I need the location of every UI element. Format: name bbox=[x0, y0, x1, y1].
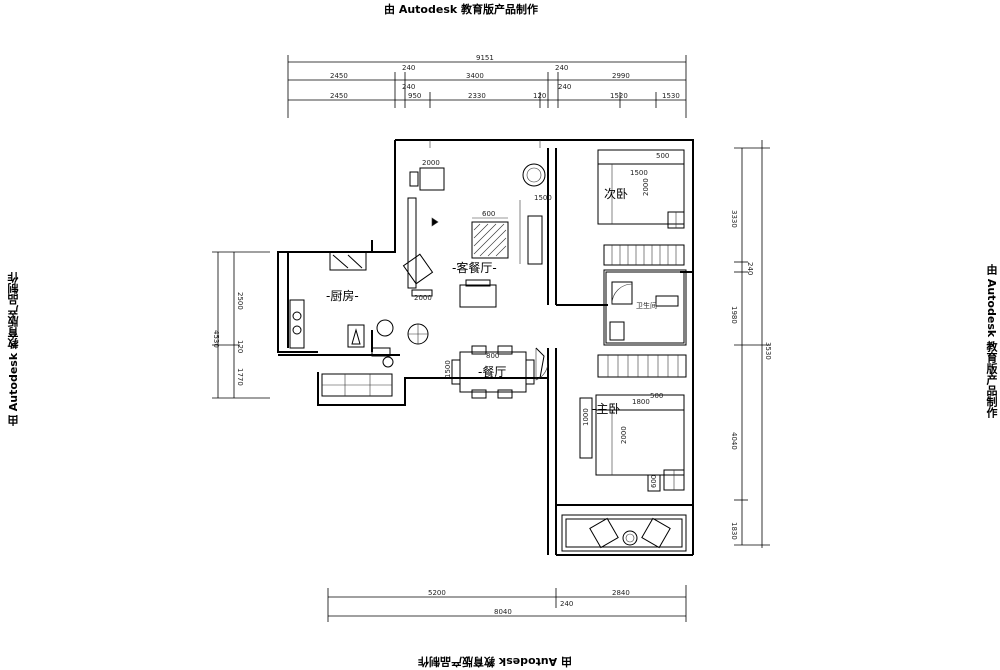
watermark-right: 由 Autodesk 教育版产品制作 bbox=[985, 264, 998, 419]
dim-right-3: 3530 bbox=[764, 342, 772, 360]
room-bathroom: 卫生间 bbox=[636, 301, 657, 310]
second-bedroom-furniture: 1500 2000 500 bbox=[597, 149, 685, 266]
dim-right-4: 4040 bbox=[730, 432, 738, 450]
lbl-coffee-table: 600 bbox=[482, 210, 495, 218]
dim-top-r3-0: 2450 bbox=[330, 92, 348, 100]
dining-furniture: 800 1500 bbox=[444, 345, 535, 399]
dim-right-1: 240 bbox=[746, 262, 754, 275]
lbl-master-h: 2000 bbox=[620, 426, 628, 444]
dim-top-r3-1: 240 bbox=[402, 83, 415, 91]
left-dimensions: 2500 4530 120 1770 bbox=[212, 251, 270, 399]
lbl-dining-w: 800 bbox=[486, 352, 499, 360]
lbl-tv-cabinet: 2000 bbox=[422, 159, 440, 167]
room-dining: -餐厅 bbox=[478, 364, 506, 379]
kitchen-furniture bbox=[289, 251, 391, 357]
lbl-sofa: 1500 bbox=[534, 194, 552, 202]
dim-left-0: 2500 bbox=[236, 292, 244, 310]
lbl-bed2-h: 2000 bbox=[642, 178, 650, 196]
dim-top-r3-7: 1530 bbox=[662, 92, 680, 100]
lbl-bed2-night: 500 bbox=[656, 152, 669, 160]
room-master-bedroom: -主卧 bbox=[592, 402, 620, 416]
dim-left-1: 4530 bbox=[212, 330, 220, 348]
lbl-wardrobe: 600 bbox=[650, 475, 658, 488]
lbl-master-night: 500 bbox=[650, 392, 663, 400]
dim-top-r3-5: 240 bbox=[558, 83, 571, 91]
dim-bottom-0: 5200 bbox=[428, 589, 446, 597]
lbl-dining-h: 1500 bbox=[444, 360, 452, 378]
balcony-furniture bbox=[589, 517, 671, 549]
bathroom-fixtures bbox=[609, 281, 679, 341]
dim-top-r2-3: 240 bbox=[555, 64, 568, 72]
dim-left-2: 120 bbox=[236, 340, 244, 353]
dim-top-r2-4: 2990 bbox=[612, 72, 630, 80]
room-living-dining: -客餐厅- bbox=[452, 260, 497, 275]
dim-top-r3-3: 2330 bbox=[468, 92, 486, 100]
dim-bottom-total: 8040 bbox=[494, 608, 512, 616]
top-dimensions: 9151 2450 240 3400 240 2990 2450 240 950… bbox=[287, 54, 687, 118]
dim-bottom-1: 2840 bbox=[612, 589, 630, 597]
lbl-side: 2000 bbox=[414, 294, 432, 302]
room-labels: -客餐厅- -厨房- -餐厅 次卧 卫生间 -主卧 bbox=[326, 187, 657, 416]
dim-right-5: 1830 bbox=[730, 522, 738, 540]
dim-right-2: 1980 bbox=[730, 306, 738, 324]
right-dimensions: 3330 240 1980 3530 4040 1830 bbox=[730, 140, 772, 548]
lbl-bed2-w: 1500 bbox=[630, 169, 648, 177]
living-furniture: 2000 600 1500 2000 bbox=[376, 159, 552, 381]
room-kitchen: -厨房- bbox=[326, 288, 359, 303]
walls bbox=[277, 139, 694, 556]
dim-top-r2-0: 2450 bbox=[330, 72, 348, 80]
dim-bottom-small: 240 bbox=[560, 600, 573, 608]
dim-top-r3-2: 950 bbox=[408, 92, 421, 100]
dim-top-r2-1: 240 bbox=[402, 64, 415, 72]
dim-top-total: 9151 bbox=[476, 54, 494, 62]
dim-top-r2-2: 3400 bbox=[466, 72, 484, 80]
dim-left-3: 1770 bbox=[236, 368, 244, 386]
room-second-bedroom: 次卧 bbox=[604, 187, 628, 201]
watermark-top: 由 Autodesk 教育版产品制作 bbox=[384, 3, 539, 16]
dim-top-r3-6: 1520 bbox=[610, 92, 628, 100]
lbl-master-tv: 1000 bbox=[582, 408, 590, 426]
dim-right-0: 3330 bbox=[730, 210, 738, 228]
lbl-master-w: 1800 bbox=[632, 398, 650, 406]
dim-top-r3-4: 120 bbox=[533, 92, 546, 100]
master-bedroom-furniture: 1800 2000 500 600 1000 bbox=[579, 392, 685, 492]
bottom-dimensions: 5200 2840 8040 240 bbox=[327, 585, 687, 622]
corridor-wardrobe bbox=[607, 355, 679, 377]
